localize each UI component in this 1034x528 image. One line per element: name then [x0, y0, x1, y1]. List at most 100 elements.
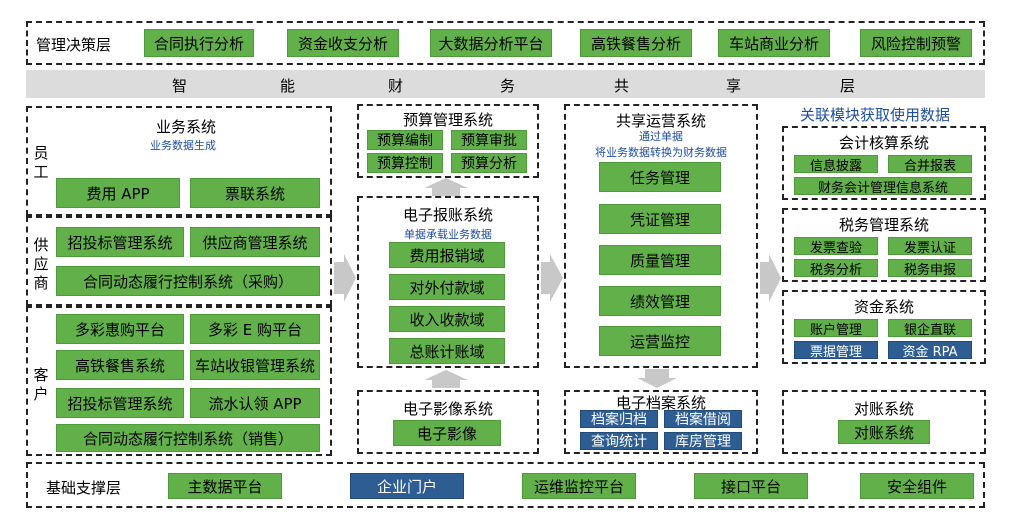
- reimb-item-expense-domain: 费用报销域: [389, 242, 505, 268]
- band-char: 享: [726, 77, 742, 95]
- arrow-right-reimb-to-shared: [541, 254, 563, 302]
- accounting-item-disclosure: 信息披露: [794, 155, 878, 174]
- budget-item-analysis: 预算分析: [451, 153, 527, 173]
- customer-item-duocai-hui: 多彩惠购平台: [56, 314, 184, 344]
- electronic-archive-system: 电子档案系统 档案归档 档案借阅 查询统计 库房管理: [564, 390, 758, 454]
- fund-item-account-mgmt: 账户管理: [794, 319, 878, 338]
- base-layer-label: 基础支撑层: [46, 479, 122, 497]
- image-item-electronic-image: 电子影像: [393, 420, 501, 446]
- top-item-station-business-analysis: 车站商业分析: [718, 29, 830, 57]
- tax-item-invoice-auth: 发票认证: [888, 237, 972, 256]
- management-decision-layer: 管理决策层 合同执行分析 资金收支分析 大数据分析平台 高铁餐售分析 车站商业分…: [26, 21, 985, 65]
- reimb-item-income-domain: 收入收款域: [389, 306, 505, 332]
- customer-item-bidding: 招投标管理系统: [56, 388, 184, 418]
- tax-item-analysis: 税务分析: [794, 259, 878, 278]
- supplier-label: 供应商: [33, 236, 49, 292]
- recon-item: 对账系统: [838, 420, 930, 444]
- fund-title: 资金系统: [853, 298, 914, 316]
- shared-operations-system: 共享运营系统 通过单据 将业务数据转换为财务数据 任务管理 凭证管理 质量管理 …: [564, 104, 758, 368]
- band-char: 智: [172, 77, 188, 95]
- base-item-master-data: 主数据平台: [168, 473, 282, 499]
- tax-item-invoice-check: 发票查验: [794, 237, 878, 256]
- fund-system: 资金系统 账户管理 银企直联 票据管理 资金 RPA: [782, 290, 986, 364]
- business-system-subtitle: 业务数据生成: [150, 139, 216, 152]
- reimb-item-payment-domain: 对外付款域: [389, 274, 505, 300]
- shared-finance-band: 智 能 财 务 共 享 层: [26, 70, 985, 98]
- tax-management-system: 税务管理系统 发票查验 发票认证 税务分析 税务申报: [782, 208, 986, 282]
- customer-label: 客户: [33, 366, 49, 403]
- business-system-title: 业务系统: [156, 118, 217, 136]
- shared-item-performance-mgmt: 绩效管理: [599, 286, 721, 316]
- fund-item-bill-mgmt: 票据管理: [794, 341, 878, 360]
- electronic-image-system: 电子影像系统 电子影像: [357, 390, 539, 454]
- electronic-reimbursement-system: 电子报账系统 单据承载业务数据 费用报销域 对外付款域 收入收款域 总账计账域: [357, 196, 539, 368]
- supplier-item-contract-purchase: 合同动态履行控制系统（采购）: [56, 266, 320, 296]
- shared-item-voucher-mgmt: 凭证管理: [599, 204, 721, 234]
- budget-item-compile: 预算编制: [367, 130, 443, 150]
- supplier-item-supplier-mgmt: 供应商管理系统: [190, 227, 320, 257]
- shared-subtitle-1: 通过单据: [639, 130, 683, 143]
- customer-item-contract-sales: 合同动态履行控制系统（销售）: [56, 424, 320, 452]
- accounting-item-consolidated: 合并报表: [888, 155, 972, 174]
- reimb-title: 电子报账系统: [402, 206, 493, 224]
- arrow-right-business-to-reimb: [334, 254, 356, 302]
- shared-item-task-mgmt: 任务管理: [599, 162, 721, 192]
- archive-item-query-stats: 查询统计: [580, 432, 658, 450]
- accounting-item-mis: 财务会计管理信息系统: [794, 177, 972, 196]
- image-title: 电子影像系统: [402, 400, 493, 418]
- band-char: 共: [614, 77, 630, 95]
- top-item-bigdata-platform: 大数据分析平台: [430, 29, 552, 57]
- budget-title: 预算管理系统: [402, 111, 493, 129]
- tax-title: 税务管理系统: [838, 216, 929, 234]
- arrow-up-image-to-reimb: [424, 370, 468, 388]
- accounting-system: 会计核算系统 信息披露 合并报表 财务会计管理信息系统: [782, 126, 986, 200]
- shared-subtitle-2: 将业务数据转换为财务数据: [595, 146, 727, 159]
- reimb-item-ledger-domain: 总账计账域: [389, 338, 505, 364]
- accounting-title: 会计核算系统: [838, 134, 929, 152]
- top-item-contract-analysis: 合同执行分析: [144, 29, 254, 57]
- budget-item-control: 预算控制: [367, 153, 443, 173]
- customer-item-station-cashier: 车站收银管理系统: [190, 350, 320, 380]
- fund-item-rpa: 资金 RPA: [888, 341, 972, 360]
- arrow-down-shared-to-archive: [637, 369, 677, 388]
- band-char: 层: [840, 77, 856, 95]
- top-item-risk-warning: 风险控制预警: [860, 29, 972, 57]
- arrow-up-reimb-to-budget: [424, 178, 468, 196]
- related-modules-heading: 关联模块获取使用数据: [800, 106, 951, 124]
- arrow-right-shared-to-related: [760, 254, 781, 302]
- business-system-customer: 客户 多彩惠购平台 多彩 E 购平台 高铁餐售系统 车站收银管理系统 招投标管理…: [26, 306, 332, 456]
- budget-item-approve: 预算审批: [451, 130, 527, 150]
- customer-item-duocai-e: 多彩 E 购平台: [190, 314, 320, 344]
- top-item-rail-catering-analysis: 高铁餐售分析: [580, 29, 692, 57]
- archive-item-borrowing: 档案借阅: [664, 410, 742, 428]
- business-system-supplier: 供应商 招投标管理系统 供应商管理系统 合同动态履行控制系统（采购）: [26, 216, 332, 306]
- base-item-portal: 企业门户: [350, 473, 464, 499]
- business-system-employee: 业务系统 业务数据生成 员工 费用 APP 票联系统: [26, 106, 332, 216]
- employee-item-expense-app: 费用 APP: [56, 178, 180, 208]
- recon-title: 对账系统: [853, 400, 914, 418]
- archive-item-filing: 档案归档: [580, 410, 658, 428]
- band-char: 财: [388, 77, 404, 95]
- shared-title: 共享运营系统: [615, 112, 706, 130]
- budget-management-system: 预算管理系统 预算编制 预算审批 预算控制 预算分析: [357, 104, 539, 178]
- customer-item-rail-catering: 高铁餐售系统: [56, 350, 184, 380]
- base-item-ops-monitor: 运维监控平台: [522, 473, 636, 499]
- tax-item-declaration: 税务申报: [888, 259, 972, 278]
- employee-label: 员工: [33, 144, 49, 181]
- archive-item-warehouse: 库房管理: [664, 432, 742, 450]
- base-support-layer: 基础支撑层 主数据平台 企业门户 运维监控平台 接口平台 安全组件: [26, 462, 985, 508]
- reconciliation-system: 对账系统 对账系统: [782, 390, 986, 454]
- base-item-interface: 接口平台: [694, 473, 808, 499]
- reimb-subtitle: 单据承载业务数据: [404, 228, 492, 241]
- employee-item-ticket-system: 票联系统: [190, 178, 320, 208]
- shared-item-quality-mgmt: 质量管理: [599, 245, 721, 275]
- shared-item-operations-monitor: 运营监控: [599, 326, 721, 356]
- archive-title: 电子档案系统: [615, 394, 706, 412]
- band-char: 能: [280, 77, 296, 95]
- customer-item-flow-claim-app: 流水认领 APP: [190, 388, 320, 418]
- management-layer-label: 管理决策层: [36, 36, 112, 54]
- base-item-security: 安全组件: [860, 473, 974, 499]
- band-char: 务: [500, 77, 516, 95]
- fund-item-bank-link: 银企直联: [888, 319, 972, 338]
